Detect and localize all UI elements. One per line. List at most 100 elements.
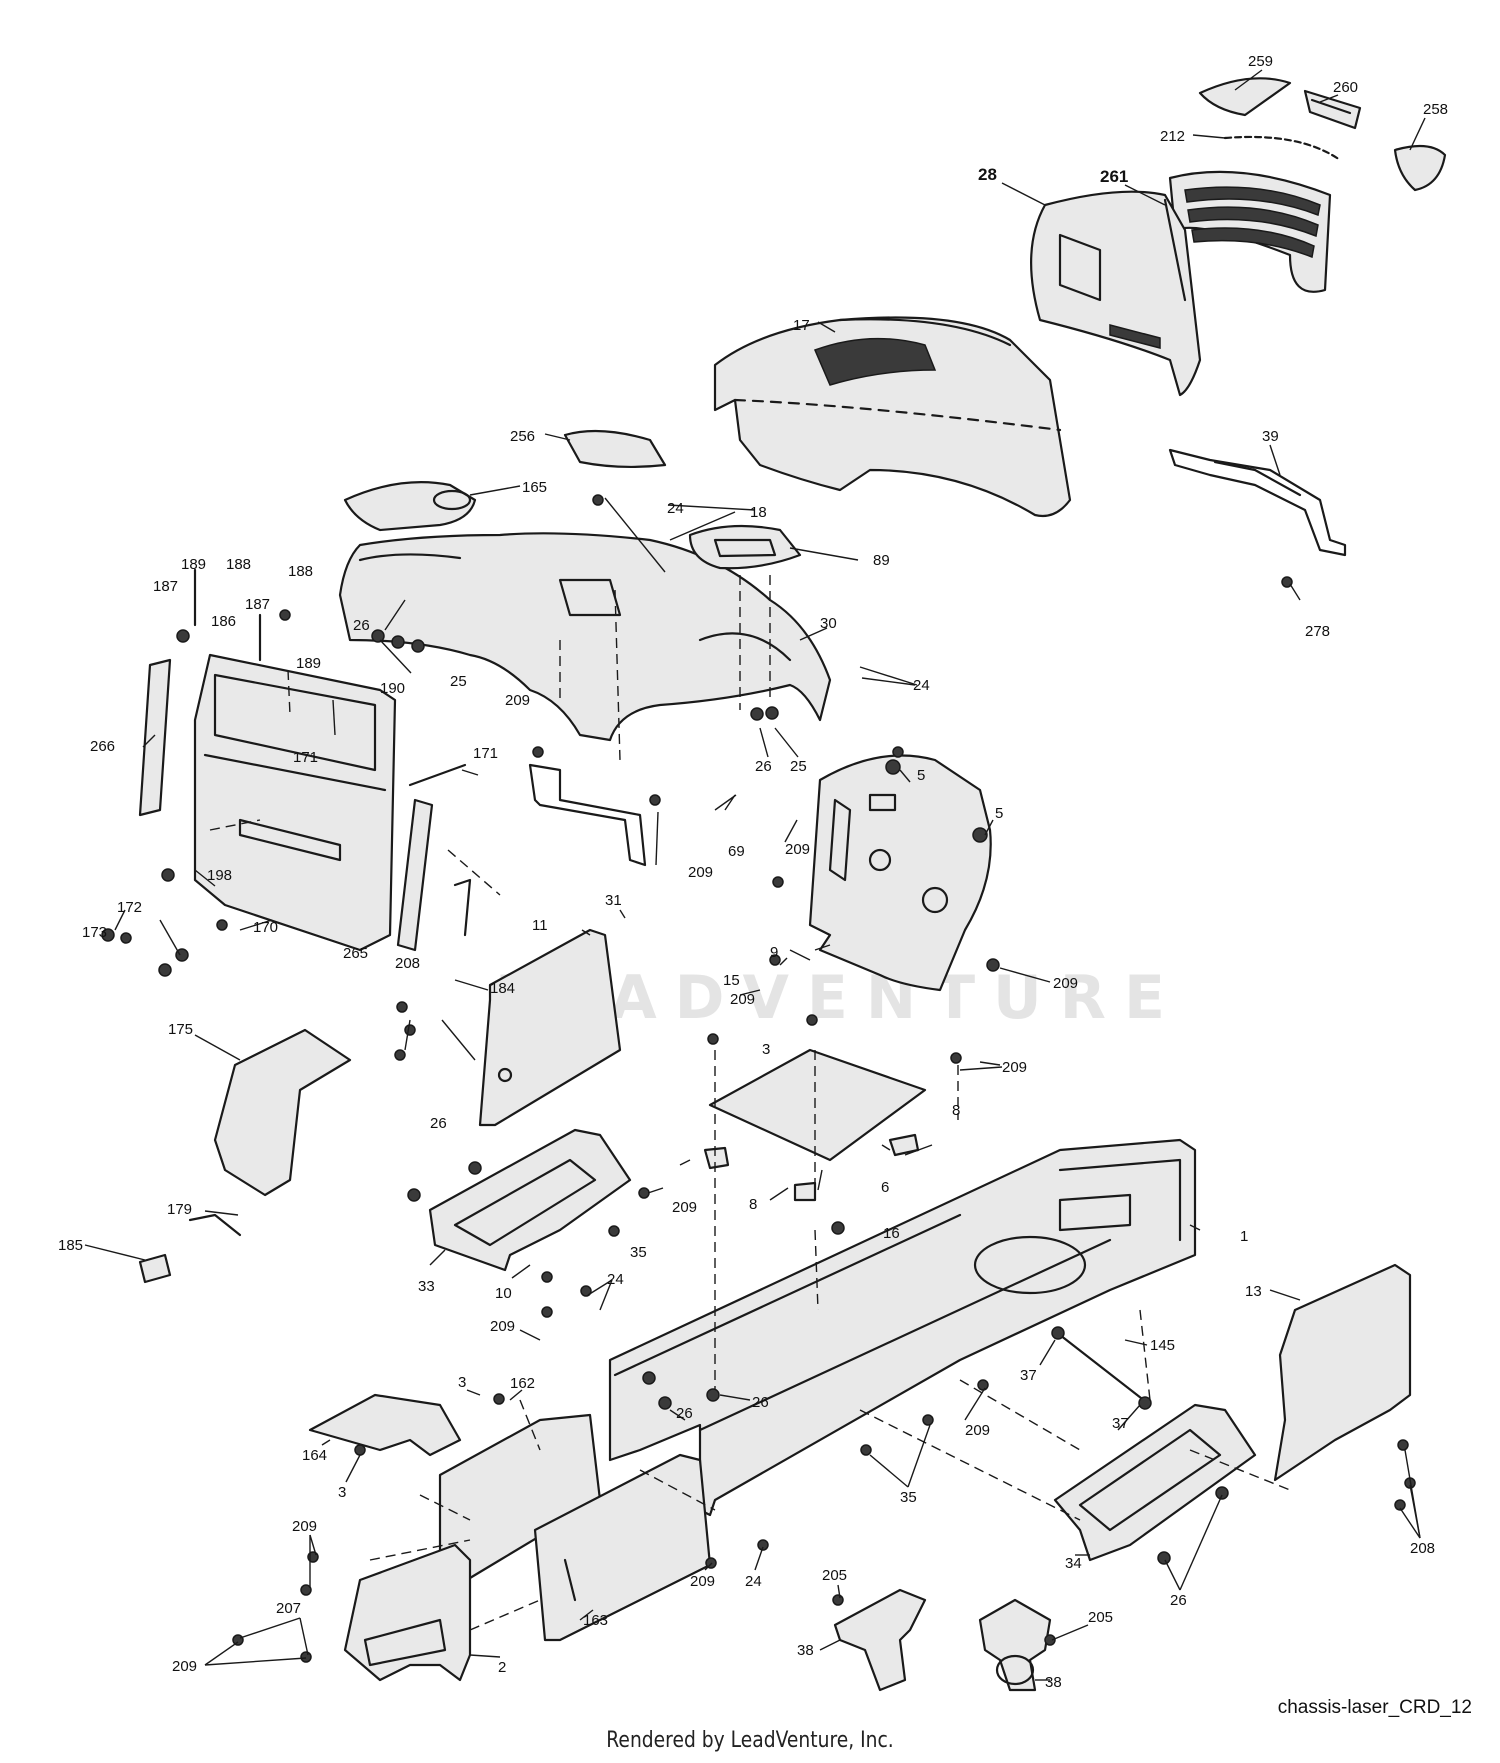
callout: 208 — [1410, 1540, 1435, 1557]
callout: 171 — [293, 749, 318, 766]
part-212-strip — [1223, 135, 1342, 162]
callout: 163 — [583, 1612, 608, 1629]
callout: 209 — [490, 1318, 515, 1335]
callout: 188 — [226, 556, 251, 573]
callout: 165 — [522, 479, 547, 496]
callout: 209 — [172, 1658, 197, 1675]
callout: 8 — [952, 1102, 960, 1119]
part-9-console — [808, 754, 992, 992]
callout: 261 — [1100, 167, 1128, 186]
callout: 89 — [873, 552, 890, 569]
part-11-side-panel — [478, 928, 622, 1127]
callout: 266 — [90, 738, 115, 755]
callout: 18 — [750, 504, 767, 521]
part-184-rod — [453, 878, 472, 937]
callout: 34 — [1065, 1555, 1082, 1572]
callout: 258 — [1423, 101, 1448, 118]
callout: 205 — [1088, 1609, 1113, 1626]
callout: 39 — [1262, 428, 1279, 445]
part-171-bolts — [408, 763, 467, 787]
part-261-grille — [1168, 170, 1332, 293]
part-266-rail — [138, 658, 172, 817]
callout: 170 — [253, 919, 278, 936]
callout: 6 — [881, 1179, 889, 1196]
callout: 1 — [1240, 1228, 1248, 1245]
callout: 212 — [1160, 128, 1185, 145]
callout: 5 — [917, 767, 925, 784]
callout: 189 — [296, 655, 321, 672]
part-145-rod — [1058, 1333, 1152, 1407]
callout: 162 — [510, 1375, 535, 1392]
callout: 185 — [58, 1237, 83, 1254]
callout: 198 — [207, 867, 232, 884]
callout: 209 — [1002, 1059, 1027, 1076]
part-30-fender — [338, 532, 832, 742]
callout: 3 — [762, 1041, 770, 1058]
callout: 37 — [1112, 1415, 1129, 1432]
callout: 209 — [505, 692, 530, 709]
callout: 205 — [822, 1567, 847, 1584]
callout: 31 — [605, 892, 622, 909]
callout: 26 — [752, 1394, 769, 1411]
render-credit: Rendered by LeadVenture, Inc. — [606, 1728, 894, 1753]
callout: 30 — [820, 615, 837, 632]
part-31-bracket — [528, 763, 647, 867]
callout: 38 — [1045, 1674, 1062, 1691]
part-170-rear-panel — [193, 653, 397, 952]
part-2-hitch-plate — [343, 1543, 472, 1682]
callout: 35 — [630, 1244, 647, 1261]
callout: 187 — [153, 578, 178, 595]
part-33-footrest — [428, 1128, 632, 1272]
callout: 278 — [1305, 623, 1330, 640]
callout: 173 — [82, 924, 107, 941]
callout: 209 — [785, 841, 810, 858]
callout: 171 — [473, 745, 498, 762]
part-258-emblem — [1393, 144, 1447, 192]
callout: 3 — [458, 1374, 466, 1391]
part-13-side-bracket — [1273, 1263, 1412, 1482]
callout: 38 — [797, 1642, 814, 1659]
part-34-footrest — [1053, 1403, 1257, 1562]
callout: 26 — [755, 758, 772, 775]
callout: 17 — [793, 317, 810, 334]
callout: 209 — [1053, 975, 1078, 992]
assembly-lines — [209, 575, 1291, 1631]
callout: 10 — [495, 1285, 512, 1302]
callout: 260 — [1333, 79, 1358, 96]
callout: 188 — [288, 563, 313, 580]
part-38-bracket-left — [833, 1588, 927, 1692]
callout: 28 — [978, 165, 997, 184]
callout: 35 — [900, 1489, 917, 1506]
callout: 259 — [1248, 53, 1273, 70]
callout: 11 — [532, 917, 548, 934]
part-185-pedal — [138, 1253, 172, 1284]
callout: 209 — [688, 864, 713, 881]
callout: 13 — [1245, 1283, 1262, 1300]
fasteners — [232, 494, 1416, 1663]
callout: 26 — [1170, 1592, 1187, 1609]
callout: 24 — [607, 1271, 624, 1288]
callout: 24 — [913, 677, 930, 694]
part-89-cover — [688, 524, 802, 570]
callout: 209 — [672, 1199, 697, 1216]
part-256-cover — [563, 429, 667, 469]
part-39-bracket — [1168, 448, 1347, 557]
callout: 256 — [510, 428, 535, 445]
callout: 37 — [1020, 1367, 1037, 1384]
callout: 24 — [667, 500, 684, 517]
callout: 5 — [995, 805, 1003, 822]
callout: 26 — [676, 1405, 693, 1422]
callout: 24 — [745, 1573, 762, 1590]
callout: 179 — [167, 1201, 192, 1218]
callout: 26 — [353, 617, 370, 634]
callout: 2 — [498, 1659, 506, 1676]
callout: 164 — [302, 1447, 327, 1464]
callout: 145 — [1150, 1337, 1175, 1354]
callout: 209 — [965, 1422, 990, 1439]
part-164-bracket — [308, 1393, 462, 1457]
part-28-nose — [1030, 190, 1202, 397]
callout: 3 — [338, 1484, 346, 1501]
callout: 265 — [343, 945, 368, 962]
callout: 9 — [770, 944, 778, 961]
